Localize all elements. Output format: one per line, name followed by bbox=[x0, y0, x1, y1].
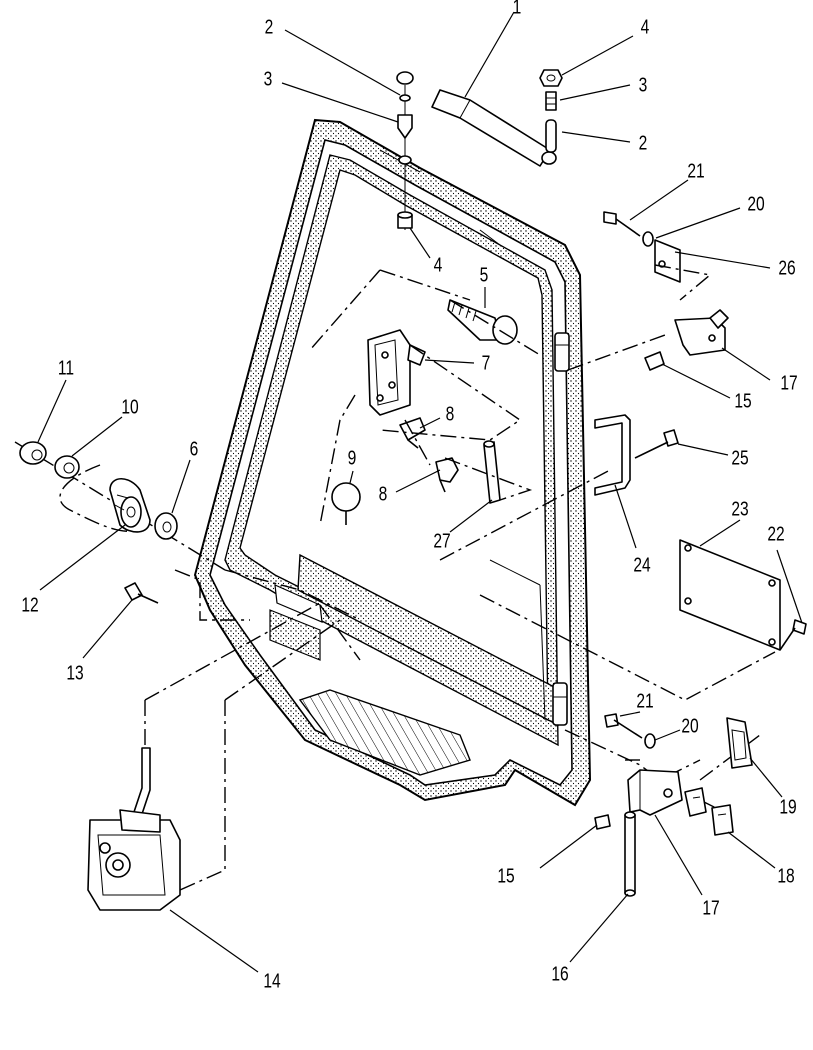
callout-26: 26 bbox=[778, 256, 795, 278]
door-frame bbox=[193, 118, 592, 807]
callout-11: 11 bbox=[58, 356, 74, 378]
plate-23 bbox=[679, 539, 781, 651]
dashed-curve bbox=[59, 464, 141, 532]
frame-hinge-lower bbox=[552, 682, 568, 726]
callout-4: 4 bbox=[434, 253, 443, 275]
callout-6: 6 bbox=[190, 437, 199, 459]
callout-4: 4 bbox=[641, 15, 650, 37]
leader-lines bbox=[37, 11, 803, 973]
clip-18 bbox=[684, 787, 734, 836]
callout-8: 8 bbox=[379, 482, 388, 504]
nut-11 bbox=[19, 441, 47, 465]
callout-7: 7 bbox=[482, 351, 491, 373]
latch-housing bbox=[367, 329, 426, 416]
callout-2: 2 bbox=[265, 15, 274, 37]
washer-6 bbox=[154, 512, 178, 540]
lower-pin-15 bbox=[594, 814, 611, 830]
callout-16: 16 bbox=[551, 962, 568, 984]
callout-13: 13 bbox=[66, 661, 83, 683]
strut-mount-hardware-left bbox=[397, 85, 413, 230]
latch-part-8-lower bbox=[435, 457, 459, 493]
callout-27: 27 bbox=[433, 529, 450, 551]
frame-hinge-upper bbox=[554, 332, 570, 372]
lower-bolt-21 bbox=[604, 713, 656, 749]
callout-1: 1 bbox=[513, 0, 522, 18]
callouts: 1 2 3 4 3 2 21 20 26 4 5 7 17 15 8 8 9 2… bbox=[21, 0, 797, 992]
strut-mount-hardware-right bbox=[539, 69, 563, 153]
screw-22 bbox=[779, 619, 807, 651]
callout-24: 24 bbox=[633, 553, 650, 575]
callout-20: 20 bbox=[681, 714, 698, 736]
callout-2: 2 bbox=[639, 131, 648, 153]
callout-21: 21 bbox=[687, 159, 704, 181]
callout-3: 3 bbox=[264, 67, 273, 89]
callout-21: 21 bbox=[636, 689, 653, 711]
bolt-25 bbox=[634, 429, 679, 459]
callout-9: 9 bbox=[348, 446, 357, 468]
knob-9 bbox=[331, 482, 361, 525]
callout-3: 3 bbox=[639, 73, 648, 95]
callout-8: 8 bbox=[446, 402, 455, 424]
callout-10: 10 bbox=[121, 395, 138, 417]
door-handle-14 bbox=[87, 747, 181, 911]
clip-19 bbox=[726, 717, 753, 769]
upper-pin-15 bbox=[644, 351, 665, 371]
callout-15: 15 bbox=[497, 864, 514, 886]
screw-13 bbox=[124, 582, 159, 604]
callout-25: 25 bbox=[731, 446, 748, 468]
callout-22: 22 bbox=[767, 522, 784, 544]
washer-10 bbox=[54, 455, 80, 479]
callout-15: 15 bbox=[734, 389, 751, 411]
upper-plate-26 bbox=[654, 239, 681, 283]
lower-pin-16 bbox=[624, 811, 636, 897]
grommet-12 bbox=[109, 477, 151, 533]
callout-23: 23 bbox=[731, 497, 748, 519]
lower-hinge-bracket-17 bbox=[627, 769, 683, 816]
callout-17: 17 bbox=[780, 371, 797, 393]
handle-24 bbox=[594, 414, 631, 496]
callout-18: 18 bbox=[777, 864, 794, 886]
callout-12: 12 bbox=[21, 593, 38, 615]
callout-17: 17 bbox=[702, 896, 719, 918]
callout-19: 19 bbox=[779, 795, 796, 817]
gas-strut bbox=[396, 71, 557, 167]
callout-14: 14 bbox=[263, 969, 280, 991]
callout-20: 20 bbox=[747, 192, 764, 214]
upper-hinge-bracket-17 bbox=[674, 309, 729, 356]
callout-5: 5 bbox=[480, 263, 489, 285]
upper-bolt-21 bbox=[603, 211, 654, 247]
